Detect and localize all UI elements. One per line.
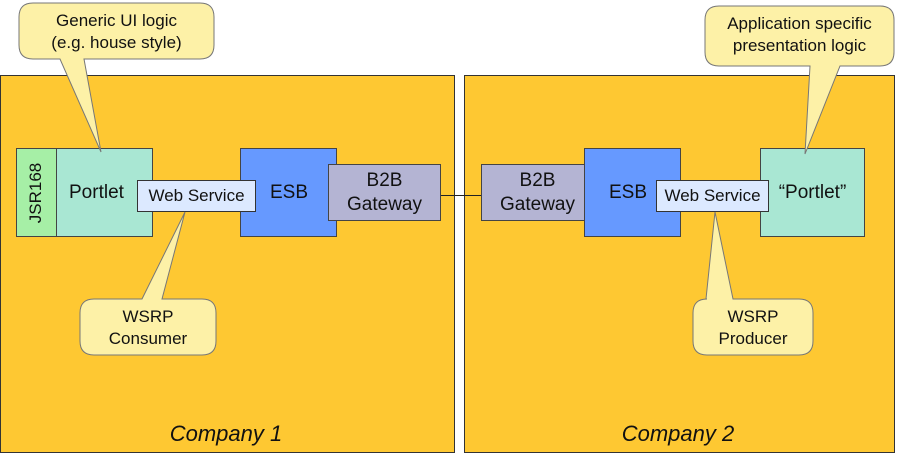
gateway-line1-2: B2B — [519, 169, 556, 191]
gateway-line1-1: B2B — [366, 169, 403, 191]
b2b-gateway-box-2: B2B Gateway — [481, 164, 594, 221]
company-2-label: Company 2 — [621, 421, 735, 446]
callout-generic-ui-line1: Generic UI logic — [56, 11, 177, 30]
gateway-line2-2: Gateway — [500, 193, 575, 215]
callout-wsrp-producer-bubble — [692, 211, 814, 356]
esb-label-2: ESB — [609, 181, 648, 203]
company-1-panel — [0, 75, 455, 453]
web-service-label-1: Web Service — [148, 186, 245, 205]
web-service-box-1: Web Service — [137, 180, 256, 212]
gateway-connector — [441, 195, 481, 196]
callout-generic-ui-text: Generic UI logic (e.g. house style) — [19, 10, 214, 54]
callout-wsrp-producer-line2: Producer — [718, 329, 788, 348]
callout-app-specific-line1: Application specific — [727, 14, 872, 33]
callout-wsrp-producer-text: WSRP Producer — [693, 306, 813, 350]
gateway-line2-1: Gateway — [347, 193, 422, 215]
callout-wsrp-consumer-text: WSRP Consumer — [80, 306, 216, 350]
portlet-label-2: “Portlet” — [778, 182, 847, 203]
callout-wsrp-consumer-line1: WSRP — [122, 307, 174, 326]
callout-generic-ui-line2: (e.g. house style) — [51, 33, 182, 52]
esb-label-1: ESB — [269, 181, 308, 203]
callout-wsrp-consumer-line2: Consumer — [108, 329, 188, 348]
portlet-box-2: “Portlet” — [760, 148, 865, 237]
callout-app-specific-line2: presentation logic — [732, 36, 867, 55]
company-2-panel — [464, 75, 895, 453]
portlet-label: Portlet — [69, 182, 124, 203]
web-service-box-2: Web Service — [656, 180, 769, 212]
company-1-label: Company 1 — [169, 421, 283, 446]
callout-app-specific-bubble — [704, 5, 895, 155]
callout-generic-ui-bubble — [18, 2, 215, 153]
callout-app-specific-text: Application specific presentation logic — [705, 13, 894, 57]
callout-wsrp-consumer-bubble — [79, 211, 217, 356]
web-service-label-2: Web Service — [664, 186, 761, 205]
portlet-box: Portlet — [56, 148, 153, 237]
b2b-gateway-box-1: B2B Gateway — [328, 164, 441, 221]
callout-wsrp-producer-line1: WSRP — [727, 307, 779, 326]
esb-box-1: ESB — [240, 148, 337, 237]
